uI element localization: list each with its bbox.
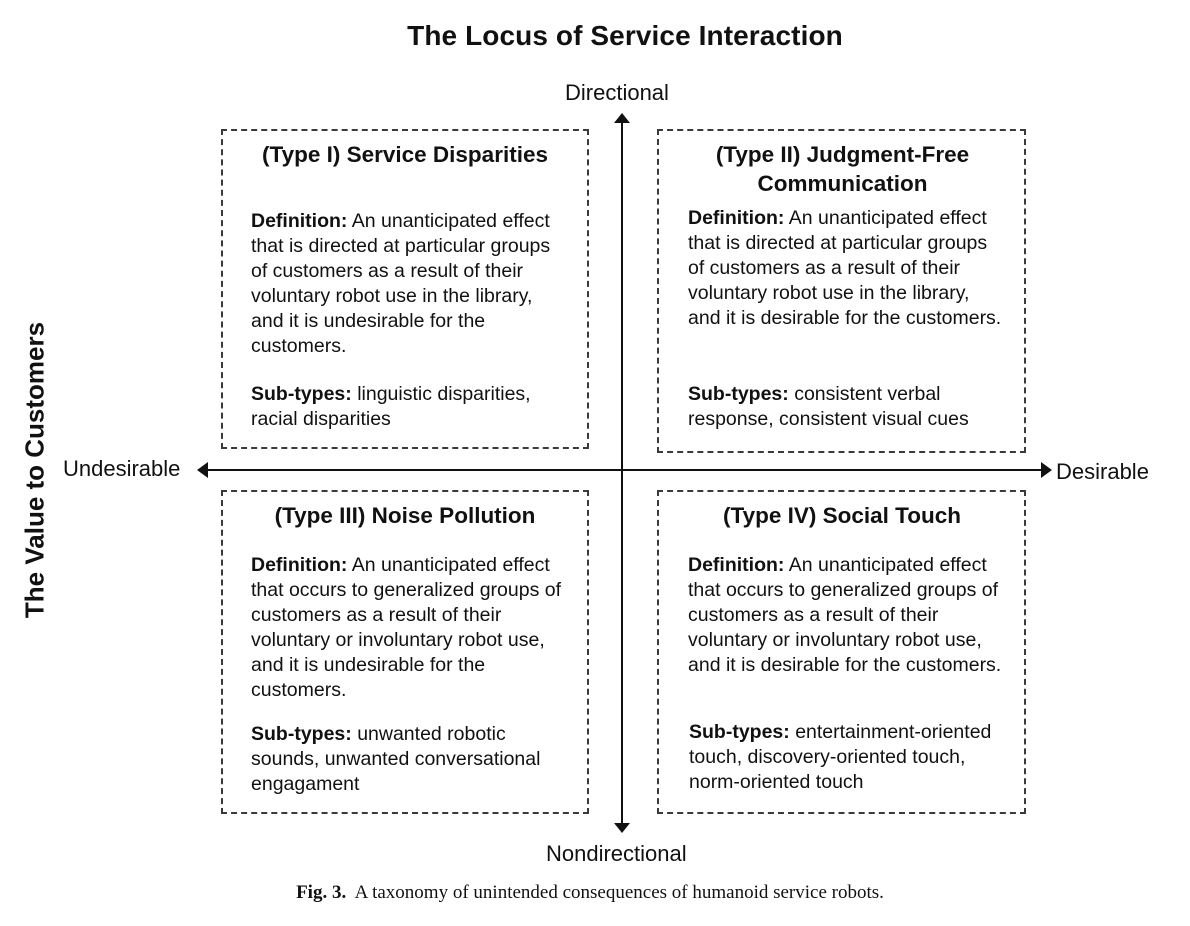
quadrant-type-4-box: (Type IV) Social Touch Definition: An un…	[657, 490, 1026, 814]
quadrant-title: (Type IV) Social Touch	[723, 503, 961, 528]
quadrant-type-1-box: (Type I) Service Disparities Definition:…	[221, 129, 589, 449]
subtypes-label: Sub-types:	[689, 721, 790, 743]
axis-label-nondirectional: Nondirectional	[546, 841, 687, 866]
figure-caption: Fig. 3. A taxonomy of unintended consequ…	[0, 882, 1180, 904]
diagram-title: The Locus of Service Interaction	[407, 20, 843, 51]
definition-body: An unanticipated effect that occurs to g…	[251, 554, 562, 701]
subtypes-text: Sub-types: unwanted robotic sounds, unwa…	[251, 722, 571, 797]
definition-body: An unanticipated effect that occurs to g…	[688, 554, 1002, 676]
subtypes-label: Sub-types:	[251, 723, 352, 745]
definition-body: An unanticipated effect that is directed…	[688, 207, 1002, 329]
quadrant-type-3-box: (Type III) Noise Pollution Definition: A…	[221, 490, 589, 814]
arrowhead-right	[1041, 462, 1052, 478]
subtypes-label: Sub-types:	[251, 383, 352, 405]
axis-label-undesirable: Undesirable	[63, 456, 181, 481]
definition-text: Definition: An unanticipated effect that…	[688, 206, 1003, 331]
subtypes-label: Sub-types:	[688, 383, 789, 405]
quadrant-title: (Type III) Noise Pollution	[274, 503, 536, 528]
subtypes-text: Sub-types: consistent verbal response, c…	[688, 382, 1003, 432]
subtypes-body: unwanted robotic sounds, unwanted conver…	[251, 723, 541, 795]
quadrant-title: (Type II) Judgment-Free Communication	[715, 142, 970, 196]
caption-text: A taxonomy of unintended consequences of…	[354, 882, 884, 903]
subtypes-text: Sub-types: linguistic disparities, racia…	[251, 382, 566, 432]
definition-label: Definition:	[251, 554, 348, 576]
subtypes-body: consistent verbal response, consistent v…	[688, 383, 969, 430]
definition-label: Definition:	[688, 207, 785, 229]
definition-text: Definition: An unanticipated effect that…	[251, 209, 566, 359]
definition-text: Definition: An unanticipated effect that…	[688, 553, 1018, 678]
quadrant-title: (Type I) Service Disparities	[262, 142, 548, 167]
axis-label-desirable: Desirable	[1056, 459, 1149, 484]
quadrant-type-2-box: (Type II) Judgment-Free Communication De…	[657, 129, 1026, 453]
caption-label: Fig. 3.	[296, 882, 347, 903]
arrowhead-up	[614, 113, 630, 123]
subtypes-body: entertainment-oriented touch, discovery-…	[689, 721, 992, 793]
definition-label: Definition:	[251, 210, 348, 232]
subtypes-text: Sub-types: entertainment-oriented touch,…	[689, 720, 1019, 795]
subtypes-body: linguistic disparities, racial dispariti…	[251, 383, 531, 430]
definition-label: Definition:	[688, 554, 785, 576]
arrowhead-down	[614, 823, 630, 833]
definition-text: Definition: An unanticipated effect that…	[251, 553, 576, 703]
axis-label-directional: Directional	[565, 80, 669, 105]
arrowhead-left	[197, 462, 208, 478]
definition-body: An unanticipated effect that is directed…	[251, 210, 551, 357]
